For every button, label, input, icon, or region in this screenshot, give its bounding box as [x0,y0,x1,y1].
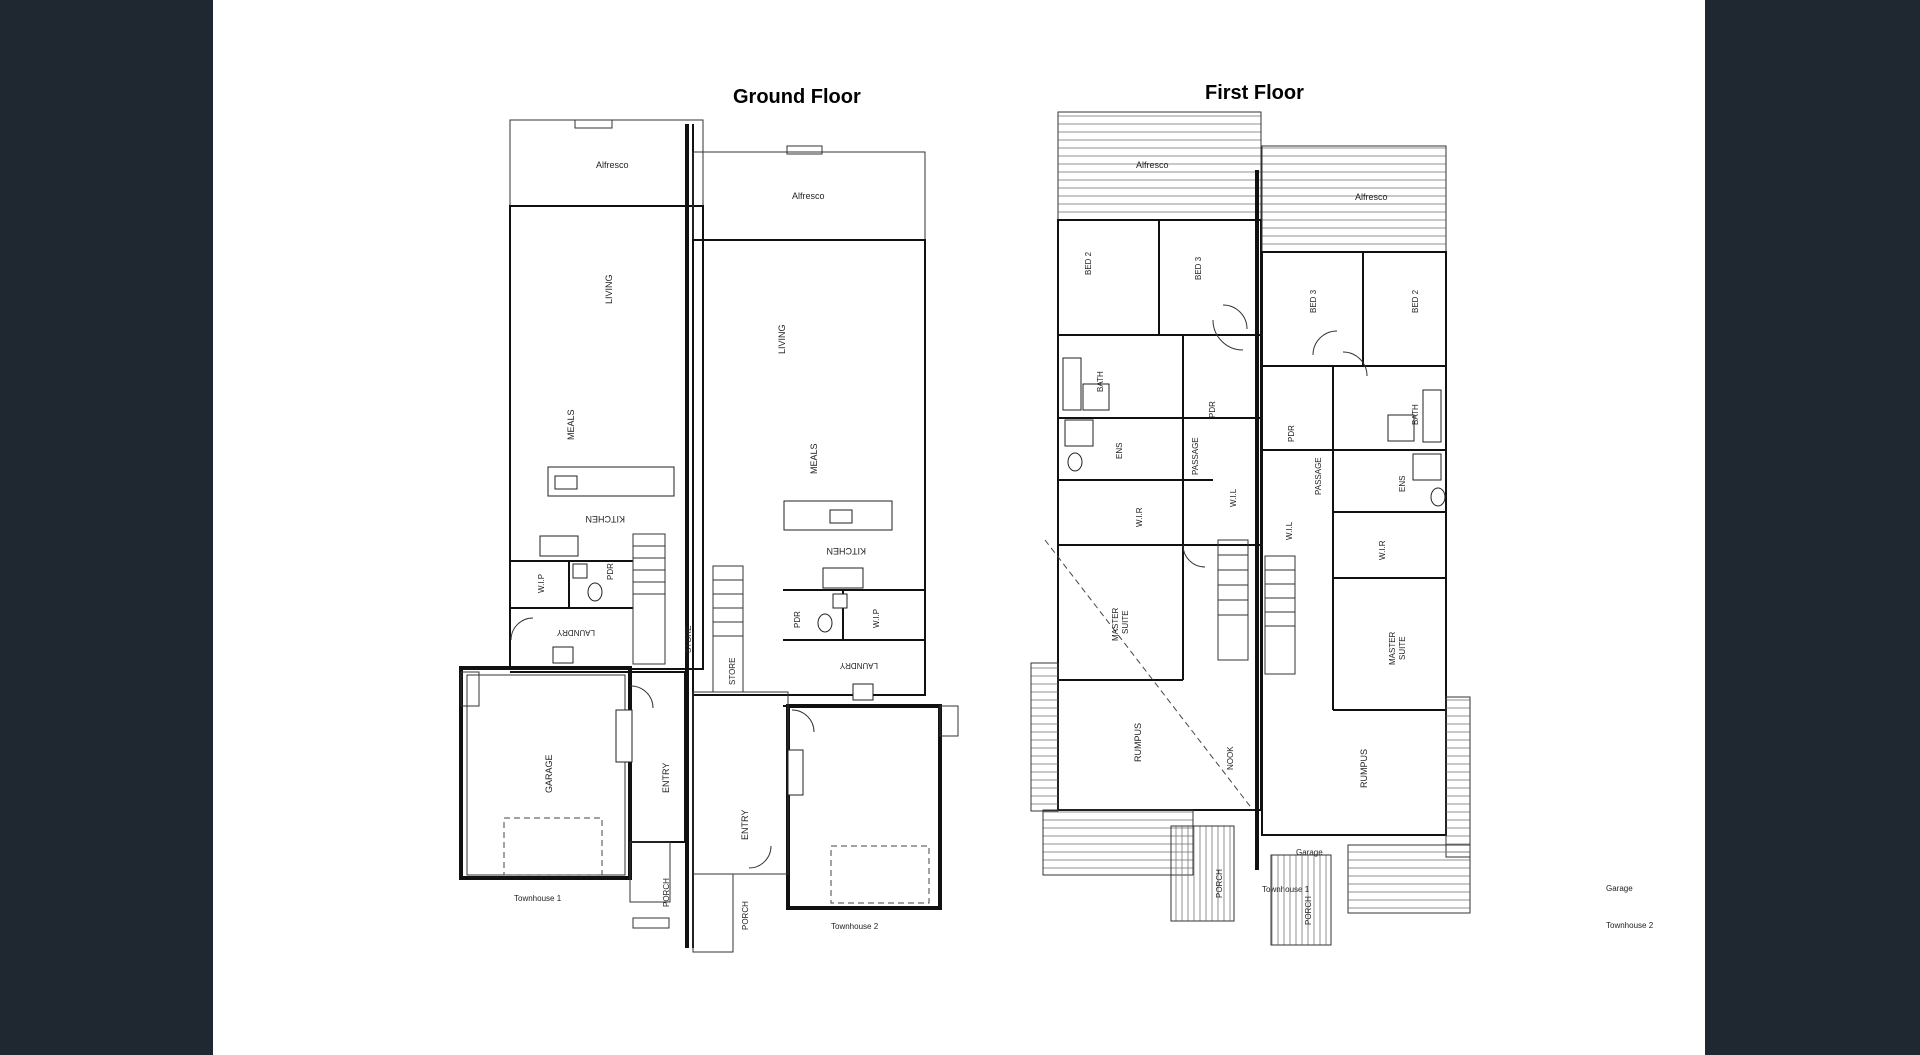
svg-text:Garage: Garage [1296,848,1323,857]
svg-text:W.I.L: W.I.L [1285,521,1294,540]
svg-text:Townhouse 2: Townhouse 2 [831,922,879,931]
living-area [692,239,926,696]
garage-area [786,704,942,910]
svg-text:ENS: ENS [1115,443,1124,459]
svg-text:PORCH: PORCH [1304,896,1313,925]
svg-text:Townhouse 1: Townhouse 1 [514,894,562,903]
car-space [830,845,930,904]
toilet-icon [587,582,603,602]
ground-townhouse-2: Alfresco LIVING MEALS KITCHEN W.I.P PDR … [692,145,959,953]
toilet-icon [1430,487,1446,507]
porch-roof [1170,825,1235,922]
svg-text:STORE: STORE [684,626,693,653]
svg-text:KITCHEN: KITCHEN [826,546,866,556]
svg-text:BED 2: BED 2 [1084,251,1093,275]
cooktop-icon [539,535,579,557]
svg-text:Alfresco: Alfresco [1136,160,1169,170]
svg-text:Garage: Garage [1606,884,1633,893]
svg-text:BATH: BATH [1411,404,1420,425]
svg-text:Townhouse 2: Townhouse 2 [1606,921,1654,930]
bathtub-icon [1062,357,1082,411]
svg-text:BED 3: BED 3 [1309,289,1318,313]
floor-plan-sheet: Ground Floor First Floor Alfres [213,0,1705,1055]
sink-icon [554,475,578,490]
sink-icon [829,509,853,524]
svg-text:W.I.R: W.I.R [1135,507,1144,527]
svg-text:KITCHEN: KITCHEN [585,514,625,524]
svg-text:MEALS: MEALS [566,409,576,440]
svg-text:LAUNDRY: LAUNDRY [556,628,595,637]
svg-text:PORCH: PORCH [662,878,671,907]
svg-text:Alfresco: Alfresco [1355,192,1388,202]
toilet-icon [817,613,833,633]
alfresco-roof [1057,111,1262,221]
svg-text:RUMPUS: RUMPUS [1133,723,1143,762]
garage-roof [1445,696,1471,858]
svg-text:BED 2: BED 2 [1411,289,1420,313]
svg-text:NOOK: NOOK [1226,746,1235,770]
floor-plan-drawing: Ground Floor First Floor Alfres [459,82,1654,953]
svg-text:Alfresco: Alfresco [596,160,629,170]
svg-text:PORCH: PORCH [1215,869,1224,898]
stair [1264,555,1296,675]
basin-icon [572,563,588,579]
svg-text:MASTER: MASTER [1111,607,1120,641]
stair [632,533,666,665]
toilet-icon [1067,452,1083,472]
svg-text:W.I.P: W.I.P [872,609,881,628]
alfresco-roof [1261,145,1447,253]
laundry-tub-icon [852,683,874,701]
svg-text:W.I.R: W.I.R [1378,540,1387,560]
garage-roof [1030,662,1059,812]
porch-roof [1270,854,1332,946]
porch-area [629,841,671,903]
svg-text:PASSAGE: PASSAGE [1314,457,1323,495]
svg-text:PDR: PDR [1287,425,1296,442]
svg-text:LIVING: LIVING [777,324,787,354]
svg-text:SUITE: SUITE [1398,636,1407,660]
svg-text:PDR: PDR [606,563,615,580]
porch-area [692,873,734,953]
car-space [503,817,603,876]
svg-text:Alfresco: Alfresco [792,191,825,201]
svg-text:PDR: PDR [793,611,802,628]
shower-icon [1412,453,1442,481]
bathtub-icon [1422,389,1442,443]
svg-text:BATH: BATH [1096,371,1105,392]
svg-text:ENTRY: ENTRY [740,810,750,840]
ground-townhouse-1: Alfresco LIVING MEALS KITCHEN W.I.P PDR … [459,119,704,948]
svg-text:MEALS: MEALS [809,443,819,474]
shower-icon [1082,383,1110,411]
svg-text:ENTRY: ENTRY [661,763,671,793]
first-townhouse-2: Alfresco BED 3 BED 2 BATH PDR ENS PASSAG… [1261,145,1654,946]
svg-text:RUMPUS: RUMPUS [1359,749,1369,788]
svg-text:GARAGE: GARAGE [544,754,554,793]
entry-area [629,671,686,843]
svg-text:SUITE: SUITE [1121,610,1130,634]
svg-text:ENS: ENS [1398,476,1407,492]
svg-text:MASTER: MASTER [1388,631,1397,665]
shower-icon [1064,419,1094,447]
first-floor-title: First Floor [1205,82,1304,104]
svg-text:PDR: PDR [1208,401,1217,418]
ground-floor-title: Ground Floor [733,86,861,108]
svg-text:PORCH: PORCH [741,901,750,930]
cooktop-icon [822,567,864,589]
svg-text:LIVING: LIVING [604,274,614,304]
entry-area [692,691,789,875]
first-townhouse-1: Alfresco BED 2 BED 3 BATH PDR ENS PASSAG… [1030,111,1323,922]
svg-text:STORE: STORE [728,658,737,685]
svg-text:LAUNDRY: LAUNDRY [839,661,878,670]
svg-text:W.I.P: W.I.P [537,574,546,593]
svg-text:BED 3: BED 3 [1194,256,1203,280]
svg-text:PASSAGE: PASSAGE [1191,437,1200,475]
shower-icon [1387,414,1415,442]
basin-icon [832,593,848,609]
svg-text:W.I.L: W.I.L [1229,488,1238,507]
laundry-tub-icon [552,646,574,664]
